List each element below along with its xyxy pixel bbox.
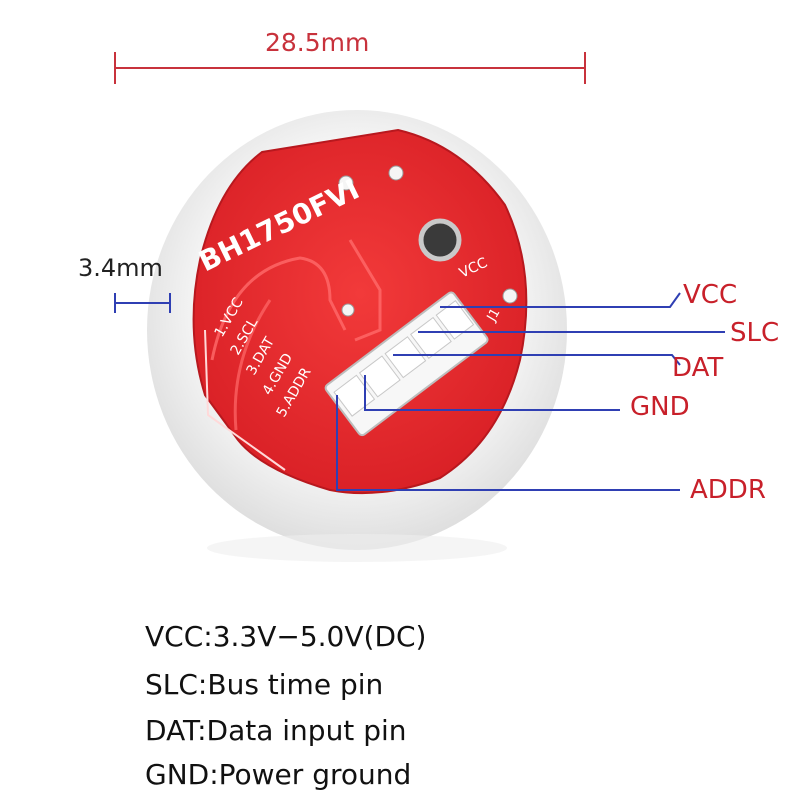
dome-shadow: [207, 534, 507, 562]
pin-label-slc: SLC: [730, 318, 780, 348]
pcb-trace: [233, 299, 272, 431]
desc-slc: SLC:Bus time pin: [145, 668, 384, 701]
sensor-hole: [418, 218, 462, 262]
pad: [388, 165, 404, 181]
pcb-trace: [348, 239, 382, 342]
red-pcb: [192, 128, 528, 495]
silk-outline: [204, 329, 286, 471]
width-dimension: [114, 52, 586, 84]
pin-label-dat: DAT: [672, 353, 724, 383]
pcb-trace: [210, 256, 347, 361]
desc-vcc: VCC:3.3V−5.0V(DC): [145, 620, 427, 653]
thickness-dimension-label: 3.4mm: [78, 254, 163, 282]
pin-callout-lines: [336, 292, 725, 491]
callout-line-gnd: [364, 375, 620, 411]
thickness-dimension: [114, 293, 171, 313]
pad: [338, 175, 354, 191]
callout-line-dat: [393, 354, 681, 366]
pin-label-gnd: GND: [630, 392, 690, 422]
pad: [502, 288, 518, 304]
width-dimension-label: 28.5mm: [265, 28, 370, 57]
callout-line-vcc: [440, 292, 681, 308]
pin-label-addr: ADDR: [690, 475, 766, 505]
callout-line-addr: [336, 395, 680, 491]
desc-dat: DAT:Data input pin: [145, 714, 407, 747]
pin-label-vcc: VCC: [683, 280, 738, 310]
desc-gnd: GND:Power ground: [145, 758, 412, 791]
connector-silk-j1: J1: [484, 306, 504, 325]
pad: [341, 303, 355, 317]
pin-connector: [324, 291, 489, 437]
